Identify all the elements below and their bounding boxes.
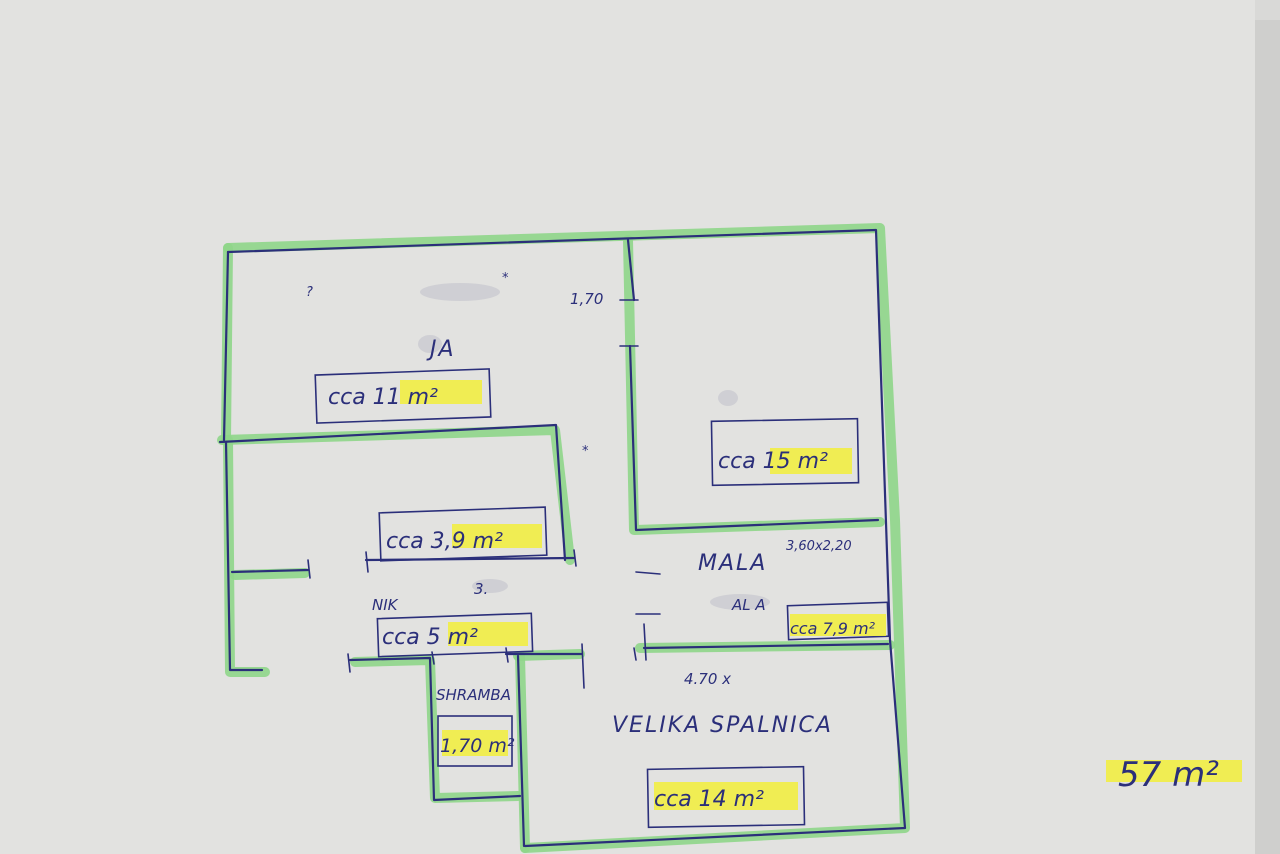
area-highlight	[400, 380, 482, 404]
blurred-text	[418, 335, 442, 353]
asterisk-mark: *	[582, 444, 589, 459]
asterisk-mark: *	[502, 271, 509, 286]
area-middle-left: cca 3,9 m²	[386, 529, 503, 554]
area-box	[314, 368, 492, 424]
area-top-right: cca 15 m²	[718, 449, 828, 474]
area-box	[376, 612, 534, 658]
area-box	[710, 417, 860, 487]
room-name-hall: NIK	[372, 596, 399, 614]
blurred-text	[710, 594, 770, 610]
area-highlight	[770, 448, 852, 474]
area-highlight	[654, 782, 798, 810]
total-area-highlight	[1106, 760, 1242, 782]
blurred-text	[718, 390, 738, 406]
area-big-bedroom: cca 14 m²	[654, 787, 764, 812]
room-name-small-bedroom-line2: AL A	[731, 596, 766, 614]
blurred-text	[420, 283, 500, 301]
area-top-left: cca 11 m²	[328, 385, 438, 410]
area-box	[437, 715, 513, 767]
ink-walls	[218, 228, 907, 848]
hall-dimension: 3.	[474, 580, 488, 598]
area-highlight	[448, 622, 528, 646]
area-box	[646, 765, 806, 829]
door-width-note: 1,70	[570, 290, 603, 308]
room-name-small-bedroom: MALA	[698, 551, 767, 576]
room-name-ja: JA	[426, 337, 456, 362]
room-name-big-bedroom: VELIKA SPALNICA	[612, 713, 833, 738]
area-storage: 1,70 m²	[440, 735, 515, 757]
area-box	[786, 601, 890, 641]
area-highlight	[452, 524, 542, 548]
area-hall: cca 5 m²	[382, 625, 478, 650]
total-area: 57 m²	[1118, 755, 1219, 795]
area-small-bedroom: cca 7,9 m²	[790, 619, 876, 638]
area-box	[378, 506, 548, 562]
big-bedroom-dimensions: 4.70 x	[684, 670, 731, 688]
paper-edge	[1255, 20, 1280, 854]
area-highlight	[442, 730, 508, 756]
question-mark: ?	[306, 285, 313, 300]
room-name-storage: SHRAMBA	[436, 686, 511, 704]
blurred-text	[472, 579, 508, 593]
small-bedroom-dimensions: 3,60x2,20	[786, 539, 852, 554]
area-highlight	[790, 614, 886, 636]
